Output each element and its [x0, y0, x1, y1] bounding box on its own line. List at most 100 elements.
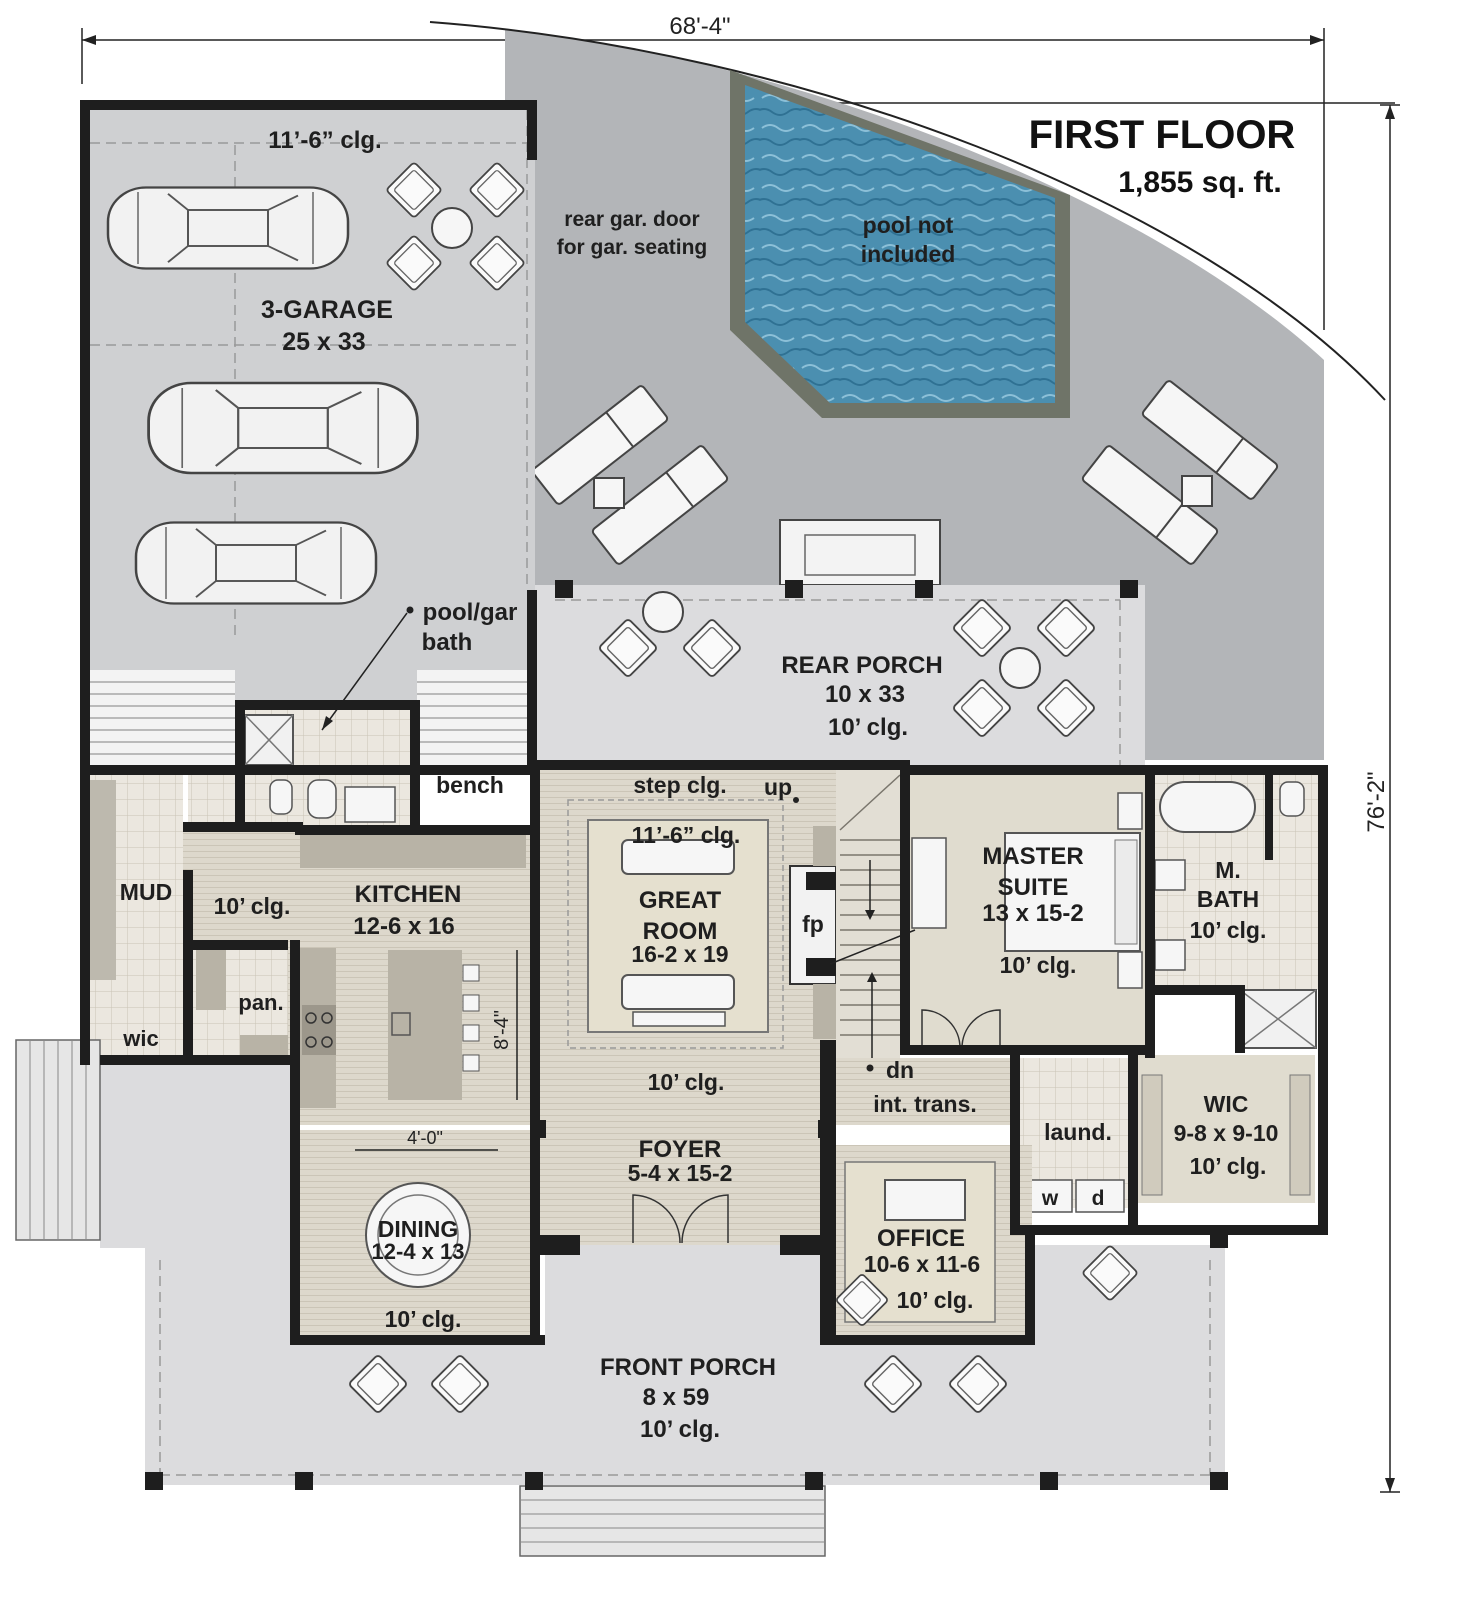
master-bath-name: M. — [1215, 857, 1241, 883]
kitchen-name: KITCHEN — [355, 881, 462, 908]
great-room-size: 16-2 x 19 — [631, 941, 728, 967]
pool-bath-label-1: pool/gar — [423, 599, 518, 626]
wic-ceiling: 10’ clg. — [1190, 1153, 1267, 1179]
island-stool — [462, 1024, 480, 1042]
master-bath-name-2: BATH — [1197, 886, 1259, 912]
office-desk — [884, 1179, 966, 1221]
great-room-name-1: GREAT — [639, 887, 722, 914]
mud-bench — [88, 780, 116, 980]
kitchen-ceiling: 10’ clg. — [214, 893, 291, 919]
front-porch-ceiling: 10’ clg. — [640, 1416, 720, 1443]
bathtub — [1159, 781, 1256, 833]
pantry-label: pan. — [238, 990, 283, 1015]
patio-edge-curve — [429, 21, 1386, 401]
overall-depth: 76'-2" — [1363, 771, 1390, 832]
rear-porch-floor — [535, 585, 1145, 765]
stairs-up-label: up — [764, 774, 792, 800]
patio-note-line-1: rear gar. door — [564, 208, 699, 231]
island-dimension: 8'-4" — [491, 1010, 513, 1050]
outdoor-fireplace-bench — [779, 519, 941, 586]
cooktop — [302, 1005, 336, 1055]
patio-side-table — [1181, 475, 1213, 507]
rear-porch-table — [999, 647, 1041, 689]
wic-size: 9-8 x 9-10 — [1174, 1120, 1279, 1146]
leader-dot — [406, 606, 414, 614]
laundry-label: laund. — [1044, 1119, 1112, 1145]
overall-width: 68'-4" — [669, 13, 730, 40]
vanity-sink — [1154, 939, 1186, 971]
built-in-cabinet — [813, 984, 837, 1039]
foyer-doors — [632, 1194, 729, 1244]
garage-car — [147, 381, 419, 475]
coffee-table — [632, 1011, 726, 1027]
front-porch-size: 8 x 59 — [643, 1384, 710, 1411]
garage-ceiling: 11’-6” clg. — [268, 127, 381, 154]
pantry-shelf — [240, 1035, 288, 1057]
dining-ceiling: 10’ clg. — [385, 1306, 462, 1332]
great-room-ceiling-top: 11’-6” clg. — [632, 822, 741, 848]
nightstand — [1117, 951, 1143, 989]
porch-front-steps — [519, 1485, 826, 1557]
pantry-shelf — [196, 950, 226, 1010]
island-stool — [462, 1054, 480, 1072]
dryer — [1075, 1179, 1125, 1213]
garage-size: 25 x 33 — [282, 328, 365, 356]
master-name-2: SUITE — [998, 874, 1069, 901]
front-porch-name: FRONT PORCH — [600, 1354, 776, 1381]
closet-shelf — [1289, 1074, 1311, 1196]
sofa — [621, 974, 735, 1010]
rear-porch-size: 10 x 33 — [825, 681, 905, 708]
wic-small-label: wic — [122, 1026, 158, 1051]
plan-title: FIRST FLOOR — [1029, 113, 1296, 157]
great-room-ceiling: 10’ clg. — [648, 1069, 725, 1095]
island-stool — [462, 964, 480, 982]
rear-porch-table — [642, 591, 684, 633]
vanity — [344, 786, 396, 823]
pool-note-line-1: pool not — [863, 212, 954, 238]
nightstand — [1117, 792, 1143, 830]
walls — [80, 100, 1328, 1490]
wic-name: WIC — [1204, 1091, 1249, 1117]
bench-label: bench — [436, 772, 504, 798]
closet-shelf — [1141, 1074, 1163, 1196]
step-ceiling-label: step clg. — [633, 772, 726, 798]
toilet — [307, 779, 337, 819]
dining-size: 12-4 x 13 — [372, 1239, 465, 1264]
garage-table — [431, 207, 473, 249]
foyer-size: 5-4 x 15-2 — [628, 1160, 733, 1186]
half-bath-toilet — [269, 779, 293, 815]
bench-inner — [804, 534, 916, 576]
walk-in-closet-floor — [1135, 1055, 1315, 1203]
stairs — [839, 774, 901, 1065]
office-size: 10-6 x 11-6 — [864, 1251, 980, 1277]
bench-area — [417, 770, 527, 825]
office-name: OFFICE — [877, 1225, 965, 1252]
master-size: 13 x 15-2 — [982, 900, 1083, 927]
office-ceiling: 10’ clg. — [897, 1287, 974, 1313]
master-entry-doors — [921, 1009, 1001, 1049]
garage-name: 3-GARAGE — [261, 296, 393, 324]
pool-bath-label-2: bath — [422, 629, 473, 656]
master-ceiling: 10’ clg. — [1000, 952, 1077, 978]
dining-dimension: 4'-0" — [407, 1128, 443, 1148]
garage-car — [106, 186, 350, 270]
kitchen-size: 12-6 x 16 — [353, 913, 454, 940]
pool-note-line-2: included — [861, 241, 956, 267]
vanity-sink — [1154, 859, 1186, 891]
great-room-name-2: ROOM — [643, 918, 718, 945]
foyer-name: FOYER — [639, 1136, 722, 1163]
fireplace-label: fp — [802, 911, 824, 937]
patio-side-table — [593, 477, 625, 509]
transition-label: int. trans. — [873, 1091, 977, 1117]
master-bath-ceiling: 10’ clg. — [1190, 917, 1267, 943]
rear-porch-name: REAR PORCH — [781, 652, 942, 679]
washer-label: w — [1041, 1187, 1059, 1210]
sofa — [621, 839, 735, 875]
leader-line — [321, 612, 408, 731]
dining-name: DINING — [378, 1216, 459, 1242]
master-dresser — [911, 837, 947, 929]
plan-area: 1,855 sq. ft. — [1118, 166, 1281, 199]
kitchen-island — [388, 950, 462, 1100]
master-name-1: MASTER — [982, 843, 1083, 870]
kitchen-counter-back — [300, 832, 526, 868]
